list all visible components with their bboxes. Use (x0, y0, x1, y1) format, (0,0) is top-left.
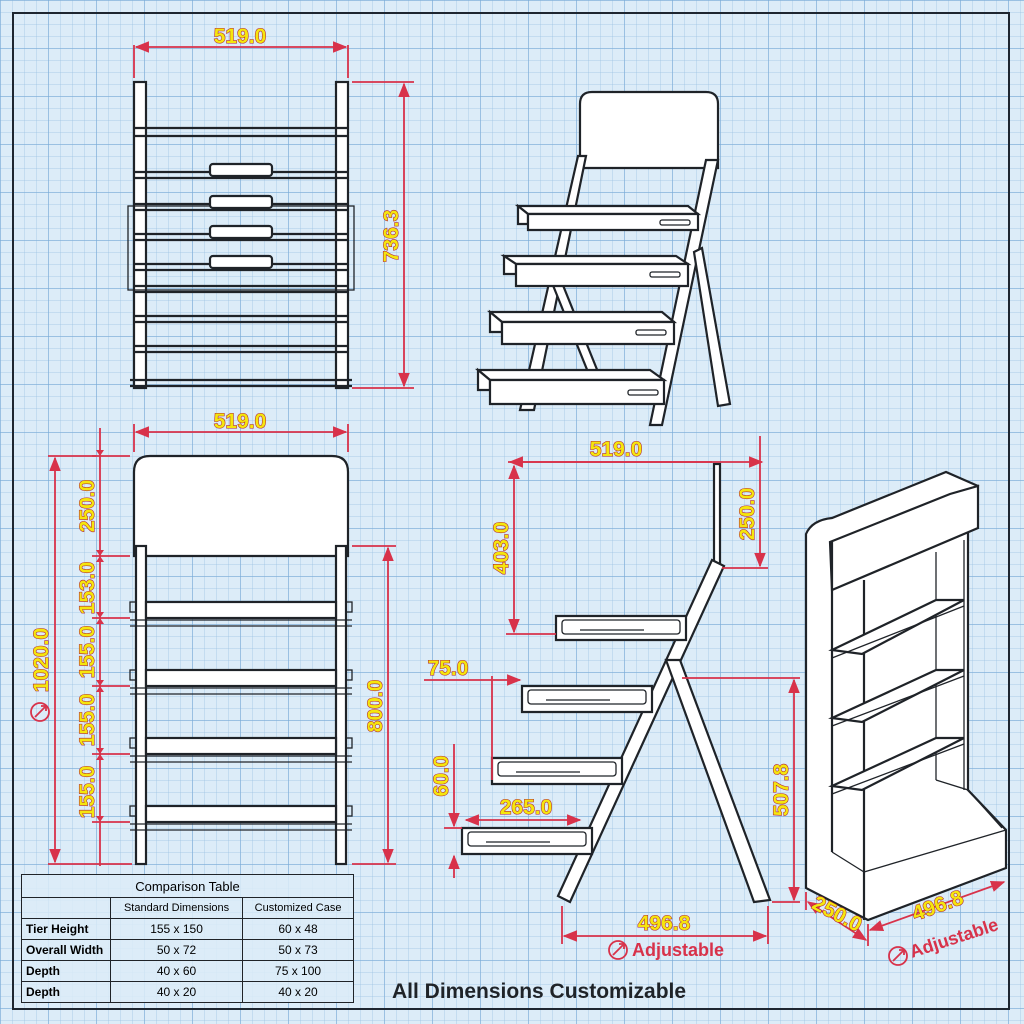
table-row: Tier Height 155 x 150 60 x 48 (21, 918, 354, 940)
dim-front-height-label: 736.3 (380, 210, 403, 263)
adjustable-icon-right (888, 946, 908, 966)
dimension-elev-tiers: 250.0 153.0 155.0 155.0 155.0 (75, 428, 130, 866)
comparison-table-caption: Comparison Table (21, 874, 354, 898)
dim-side-top-label: 403.0 (490, 522, 513, 575)
dimension-elev-frame: 800.0 (352, 545, 396, 865)
comparison-table-header-row: Standard Dimensions Customized Case (21, 897, 354, 919)
dim-elev-tier2-label: 155.0 (76, 626, 99, 679)
custom-value: 75 x 100 (242, 960, 354, 982)
dim-side-offset-label: 75.0 (428, 657, 469, 680)
side-tray-4 (460, 826, 594, 856)
dim-elev-tier4-label: 155.0 (76, 766, 99, 819)
cabinet-shelf-3 (828, 736, 965, 795)
row-label: Tier Height (21, 918, 111, 940)
row-label: Depth (21, 960, 111, 982)
row-label: Overall Width (21, 939, 111, 961)
custom-value: 40 x 20 (242, 981, 354, 1003)
iso-shelf-1 (514, 203, 702, 232)
dimension-side-lower: 507.8 (682, 677, 800, 903)
iso-shelf-4 (474, 367, 668, 406)
dimension-side-top: 403.0 (489, 464, 556, 635)
dim-elev-width-label: 519.0 (214, 410, 267, 433)
custom-value: 60 x 48 (242, 918, 354, 940)
dimension-front-height: 736.3 (352, 81, 414, 389)
dimension-side-base: 496.8 Adjustable (561, 906, 769, 960)
dimension-elev-width: 519.0 (133, 409, 349, 452)
standard-value: 155 x 150 (109, 918, 244, 940)
front-view-rack (127, 80, 355, 390)
iso-shelf-3 (486, 309, 678, 346)
header-cell-custom: Customized Case (242, 897, 354, 919)
standard-value: 40 x 60 (109, 960, 244, 982)
cabinet-unit (804, 470, 1008, 922)
dim-side-width-label: 519.0 (590, 438, 643, 461)
dim-elev-frame-label: 800.0 (364, 680, 387, 733)
footer-caption: All Dimensions Customizable (392, 980, 687, 1003)
dimension-side-header: 250.0 (722, 436, 768, 569)
side-view-rack (460, 462, 772, 904)
dimension-front-width: 519.0 (133, 24, 349, 78)
dimension-side-lip: 60.0 (429, 744, 462, 878)
dim-side-lip-label: 60.0 (430, 756, 453, 797)
header-cell-blank (21, 897, 111, 919)
elev-shelf-4 (129, 804, 353, 831)
dimension-side-offset: 75.0 (424, 656, 522, 780)
side-tray-3 (490, 756, 624, 786)
table-row: Depth 40 x 60 75 x 100 (21, 960, 354, 982)
header-cell-standard: Standard Dimensions (109, 897, 244, 919)
dim-side-lower-label: 507.8 (770, 763, 793, 816)
standard-value: 40 x 20 (109, 981, 244, 1003)
side-tray-2 (520, 684, 654, 714)
dim-side-base-label: 496.8 (638, 912, 691, 935)
cabinet-shelf-1 (828, 598, 965, 659)
adjustable-icon-center (608, 940, 628, 960)
drawing-frame (12, 12, 1010, 1010)
dimension-side-tray: 265.0 (464, 795, 582, 826)
comparison-table: Comparison Table Standard Dimensions Cus… (21, 874, 354, 1003)
front-elevation-rack (129, 454, 353, 866)
table-row: Depth 40 x 20 40 x 20 (21, 981, 354, 1003)
row-label: Depth (21, 981, 111, 1003)
iso-shelf-2 (500, 253, 692, 288)
comparison-table-caption-row: Comparison Table (21, 874, 354, 898)
dimension-elev-overall: 1020.0 (29, 455, 132, 865)
dim-elev-header-label: 250.0 (76, 480, 99, 533)
dim-side-tray-label: 265.0 (500, 796, 553, 819)
standard-value: 50 x 72 (109, 939, 244, 961)
elev-shelf-3 (129, 736, 353, 763)
adjustable-label-center: Adjustable (632, 940, 724, 960)
adjustable-icon-left (30, 702, 50, 722)
dim-elev-tier3-label: 155.0 (76, 694, 99, 747)
dim-front-width-label: 519.0 (214, 25, 267, 48)
dim-elev-tier1-label: 153.0 (76, 562, 99, 615)
elev-shelf-1 (129, 600, 353, 627)
cabinet-shelf-2 (828, 668, 965, 727)
isometric-rack (474, 90, 732, 427)
table-row: Overall Width 50 x 72 50 x 73 (21, 939, 354, 961)
dim-side-header-label: 250.0 (736, 488, 759, 541)
side-tray-1 (554, 614, 688, 642)
custom-value: 50 x 73 (242, 939, 354, 961)
dim-elev-overall-label: 1020.0 (30, 628, 53, 692)
dimension-side-width: 519.0 (508, 437, 764, 468)
elev-shelf-2 (129, 668, 353, 695)
